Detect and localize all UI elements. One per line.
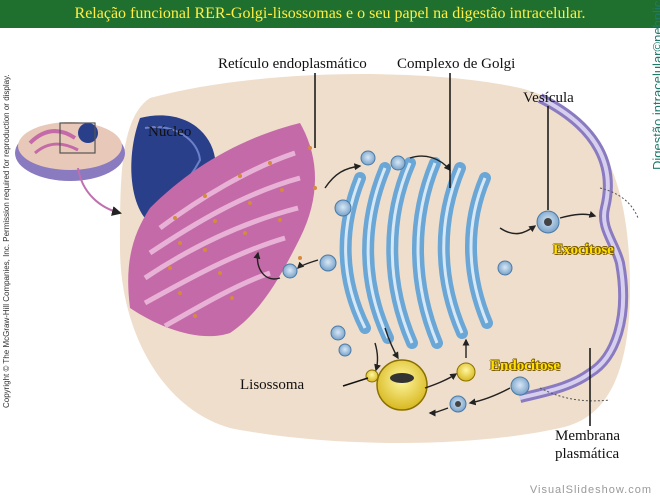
copyright-text: Copyright © The McGraw-Hill Companies, I… [2, 74, 11, 408]
label-nucleus: Núcleo [148, 124, 192, 140]
flow-arrows [253, 155, 597, 417]
label-golgi-complex: Complexo de Golgi [397, 56, 516, 72]
footer-watermark: VisualSlideshow.com [529, 484, 652, 496]
side-credit-text: Digestão intracelular©nebplica.com [650, 0, 660, 170]
label-lysosome: Lisossoma [240, 377, 305, 393]
golgi-complex [339, 157, 493, 349]
label-endoplasmic-reticulum: Retículo endoplasmático [218, 56, 367, 72]
plasma-membrane [518, 93, 639, 403]
label-vesicle: Vesícula [523, 90, 574, 106]
transport-vesicles [282, 150, 560, 413]
slide-title: Relação funcional RER-Golgi-lisossomas e… [0, 0, 660, 28]
lysosomes [365, 359, 476, 411]
label-endocytosis: Endocitose [490, 358, 561, 374]
label-exocytosis: Exocitose [553, 242, 614, 258]
rough-er [128, 123, 317, 337]
cell-diagram [15, 73, 639, 444]
cell-inset [15, 122, 125, 216]
label-plasma-membrane-line1: Membrana [555, 428, 620, 444]
label-plasma-membrane-line2: plasmática [555, 446, 620, 462]
leader-lines [314, 73, 591, 426]
